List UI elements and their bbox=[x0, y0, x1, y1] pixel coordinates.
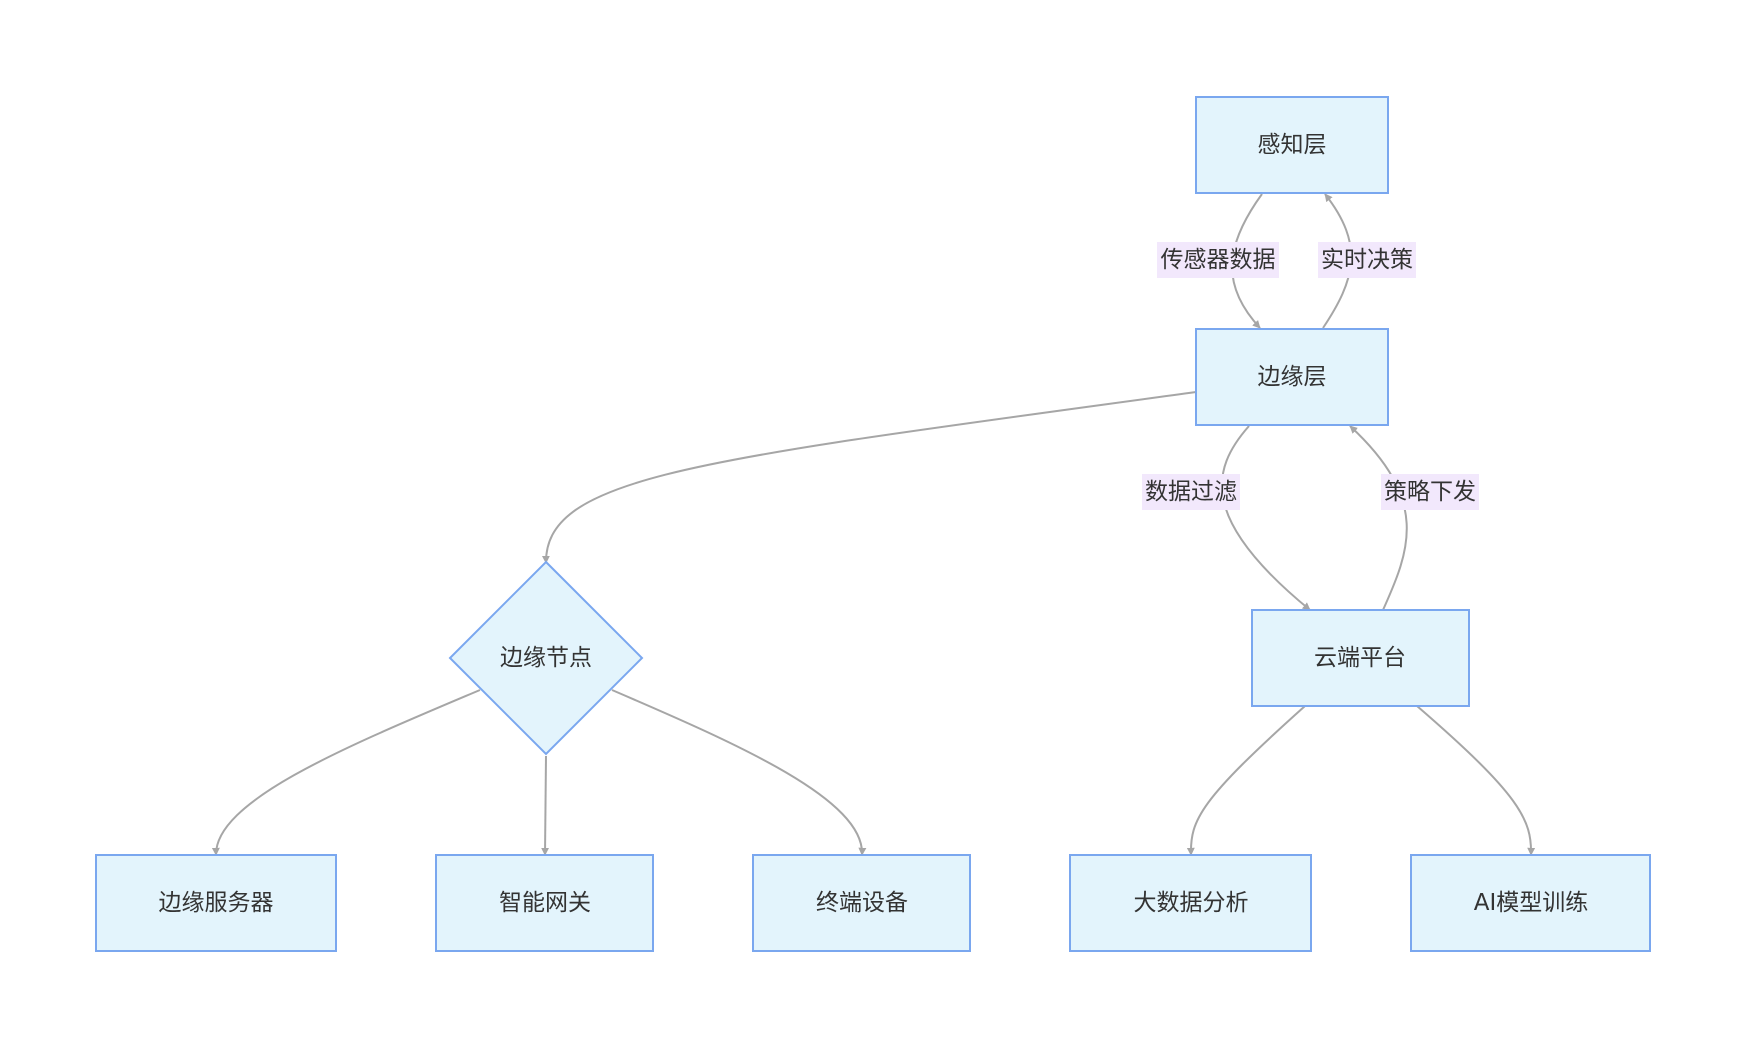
node-terminal-device[interactable]: 终端设备 bbox=[752, 854, 971, 952]
svg-text:智能网关: 智能网关 bbox=[499, 890, 591, 916]
edge-label-data-filter: 数据过滤 bbox=[1142, 474, 1240, 510]
svg-text:实时决策: 实时决策 bbox=[1321, 247, 1413, 273]
node-big-data-analysis[interactable]: 大数据分析 bbox=[1069, 854, 1312, 952]
svg-text:边缘服务器: 边缘服务器 bbox=[159, 890, 274, 916]
node-cloud-platform[interactable]: 云端平台 bbox=[1251, 609, 1470, 707]
node-ai-model-training[interactable]: AI模型训练 bbox=[1410, 854, 1651, 952]
node-edge-server[interactable]: 边缘服务器 bbox=[95, 854, 337, 952]
edge-cloud-to-big-data bbox=[1186, 705, 1306, 856]
svg-text:AI模型训练: AI模型训练 bbox=[1474, 890, 1589, 916]
edge-label-realtime-decision: 实时决策 bbox=[1318, 242, 1416, 278]
edge-edge-layer-to-edge-node bbox=[541, 391, 1197, 564]
svg-text:策略下发: 策略下发 bbox=[1384, 479, 1476, 505]
svg-text:边缘节点: 边缘节点 bbox=[500, 645, 592, 671]
svg-text:边缘层: 边缘层 bbox=[1258, 364, 1327, 390]
edge-edge-node-to-smart-gateway bbox=[541, 755, 550, 856]
node-smart-gateway[interactable]: 智能网关 bbox=[435, 854, 654, 952]
node-edge-node-decision[interactable]: 边缘节点 bbox=[448, 560, 644, 756]
edge-cloud-to-edge-layer bbox=[1349, 425, 1408, 611]
node-perception-layer[interactable]: 感知层 bbox=[1195, 96, 1389, 194]
svg-text:终端设备: 终端设备 bbox=[816, 890, 908, 916]
edge-edge-layer-to-cloud bbox=[1221, 425, 1311, 611]
svg-text:云端平台: 云端平台 bbox=[1314, 645, 1406, 671]
edge-edge-node-to-terminal bbox=[611, 689, 867, 856]
edge-label-policy-push: 策略下发 bbox=[1381, 474, 1479, 510]
svg-text:感知层: 感知层 bbox=[1258, 132, 1327, 158]
svg-text:传感器数据: 传感器数据 bbox=[1161, 247, 1276, 273]
edge-label-sensor-data: 传感器数据 bbox=[1157, 242, 1279, 278]
node-edge-layer[interactable]: 边缘层 bbox=[1195, 328, 1389, 426]
edge-cloud-to-ai-training bbox=[1416, 705, 1536, 856]
svg-text:大数据分析: 大数据分析 bbox=[1134, 890, 1249, 916]
edge-edge-node-to-edge-server bbox=[211, 689, 481, 856]
svg-text:数据过滤: 数据过滤 bbox=[1145, 479, 1237, 505]
